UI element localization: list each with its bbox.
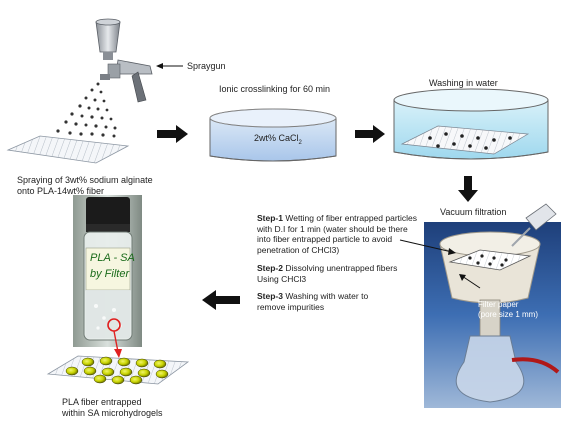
spraygun-label: Spraygun: [187, 61, 226, 71]
hydrogel-beads: [65, 356, 169, 385]
step-2-title: Step-2: [257, 263, 283, 273]
filter-paper-label: Filter paper (pore size 1 mm): [478, 300, 538, 320]
flow-arrow-1: [157, 125, 188, 143]
step-3-title: Step-3: [257, 291, 283, 301]
step-1-text: Wetting of fiber entrapped particles wit…: [257, 213, 418, 255]
spraygun-icon: [95, 18, 153, 103]
pla-fiber-sheet: [6, 135, 130, 164]
cacl2-subscript: 2: [298, 139, 302, 146]
filter-pointer-2: [461, 275, 481, 289]
vial-photo: [73, 195, 142, 358]
vial-label: PLA - SA by Filter: [90, 252, 135, 280]
flow-arrow-left: [202, 290, 240, 310]
crosslinking-label: Ionic crosslinking for 60 min: [219, 84, 331, 94]
product-caption-line2: within SA microhydrogels: [62, 408, 163, 418]
cacl2-text: 2wt% CaCl: [254, 133, 299, 143]
cacl2-label: 2wt% CaCl2: [254, 133, 302, 149]
washing-label: Washing in water: [429, 78, 498, 88]
step-2: Step-2 Dissolving unentrapped fibers Usi…: [257, 263, 407, 284]
product-caption-line1: PLA fiber entrapped: [62, 397, 142, 407]
product-caption: PLA fiber entrapped within SA microhydro…: [62, 397, 163, 419]
vacuum-label: Vacuum filtration: [440, 207, 507, 217]
spray-droplets: [56, 82, 117, 138]
filter-paper-line2: (pore size 1 mm): [478, 310, 539, 319]
washing-beaker: [393, 88, 549, 160]
flow-arrow-2: [355, 125, 385, 143]
flow-arrow-down: [458, 176, 478, 202]
filter-pointer-1: [399, 239, 453, 253]
vial-label-line1: PLA - SA: [90, 252, 135, 264]
step-3-text: Washing with water to remove impurities: [257, 291, 369, 312]
crosslinking-beaker: [209, 108, 337, 162]
step-1: Step-1 Wetting of fiber entrapped partic…: [257, 213, 417, 255]
spraying-caption: Spraying of 3wt% sodium alginate onto PL…: [17, 175, 153, 197]
spraying-caption-line1: Spraying of 3wt% sodium alginate: [17, 175, 153, 185]
vial-label-line2: by Filter: [90, 268, 130, 280]
spraying-caption-line2: onto PLA-14wt% fiber: [17, 186, 105, 196]
vacuum-filtration-photo: [424, 203, 561, 408]
step-3: Step-3 Washing with water to remove impu…: [257, 291, 387, 312]
step-2-text: Dissolving unentrapped fibers Using CHCl…: [257, 263, 398, 284]
step-1-title: Step-1: [257, 213, 283, 223]
filter-paper-line1: Filter paper: [478, 300, 519, 309]
